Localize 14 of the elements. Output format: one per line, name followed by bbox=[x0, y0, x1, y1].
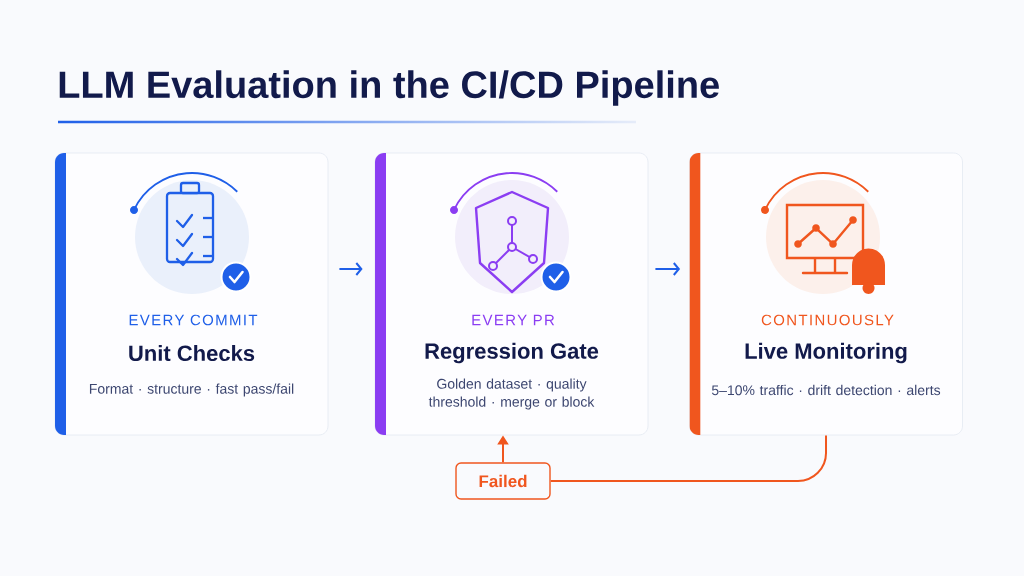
tag-line: EVERY COMMIT bbox=[129, 314, 258, 326]
tag-line: CONTINUOUSLY bbox=[761, 314, 894, 326]
tag-line: EVERY PR bbox=[472, 314, 555, 326]
arrow bbox=[654, 262, 681, 276]
card-description: Golden dataset · quality threshold · merge or block bbox=[428, 378, 595, 410]
card-title: Regression Gate bbox=[425, 342, 599, 364]
card-description: Format · structure · fast pass/fail bbox=[89, 383, 294, 397]
title: LLM Evaluation in the CI/CD Pipeline bbox=[59, 70, 719, 106]
card-title: Live Monitoring bbox=[745, 342, 907, 364]
connector-line bbox=[549, 434, 827, 482]
card-title: Unit Checks bbox=[129, 344, 255, 362]
card-description: 5–10% traffic · drift detection · alerts bbox=[711, 384, 941, 396]
arrow bbox=[338, 262, 363, 276]
status-box: Failed bbox=[455, 462, 551, 500]
